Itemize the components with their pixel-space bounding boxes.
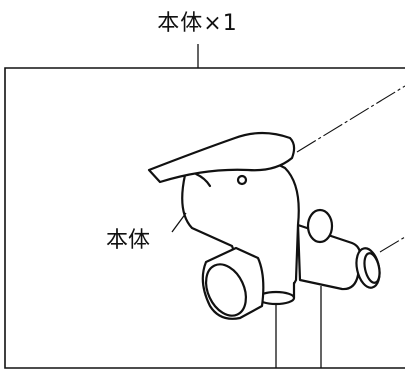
right-leader <box>379 236 405 253</box>
faucet-body-illustration <box>147 131 381 320</box>
cap-screw <box>236 174 248 186</box>
body-label-leader <box>171 212 187 233</box>
right-thread-inner <box>363 252 381 284</box>
body-label: 本体 <box>106 228 151 253</box>
upper-right-leader <box>296 85 405 153</box>
lever-neck-line <box>194 172 212 188</box>
lever-handle <box>147 131 296 184</box>
illustration-frame <box>4 67 405 369</box>
upper-joint <box>306 208 334 244</box>
title-text: 本体×1 <box>157 11 238 36</box>
left-outlet-face <box>204 263 248 317</box>
